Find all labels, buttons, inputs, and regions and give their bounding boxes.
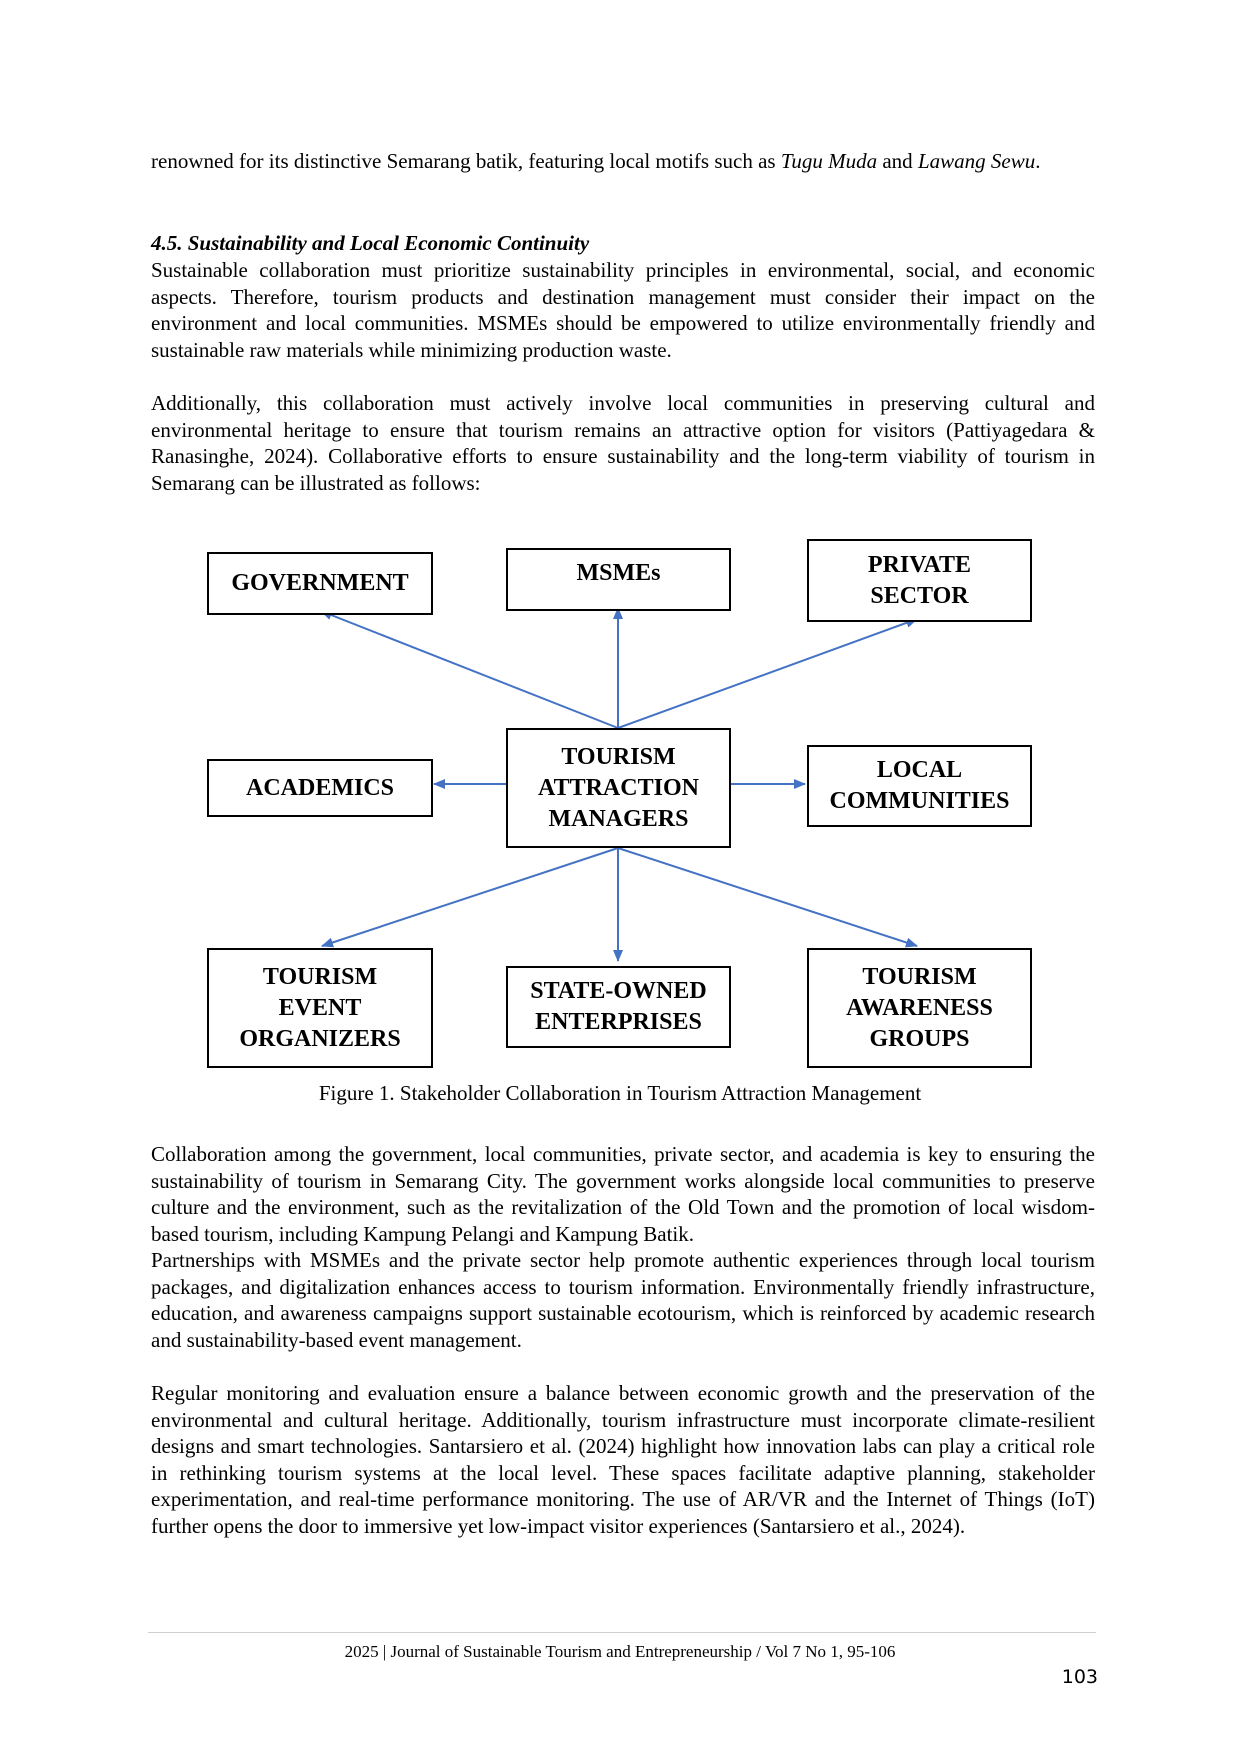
- box-private-sector: PRIVATE SECTOR: [807, 539, 1032, 622]
- academics-label: ACADEMICS: [245, 774, 394, 801]
- stakeholder-diagram: GOVERNMENT MSMEs PRIVATE SECTOR ACADEMIC…: [0, 520, 1240, 1080]
- diagram-arrows: [320, 607, 918, 962]
- page-number: 103: [1061, 1666, 1098, 1688]
- section-heading: 4.5. Sustainability and Local Economic C…: [151, 231, 590, 255]
- awareness-groups-line-3: GROUPS: [869, 1025, 970, 1052]
- box-government: GOVERNMENT: [207, 552, 433, 615]
- state-owned-line-1: STATE-OWNED: [530, 978, 707, 1004]
- state-owned-line-2: ENTERPRISES: [535, 1009, 702, 1035]
- intro-italic-lawang-sewu: Lawang Sewu: [917, 149, 1036, 173]
- box-tourism-event-organizers: TOURISM EVENT ORGANIZERS: [207, 948, 433, 1068]
- box-local-communities: LOCAL COMMUNITIES: [807, 745, 1032, 827]
- box-state-owned-enterprises: STATE-OWNED ENTERPRISES: [506, 966, 731, 1048]
- intro-italic-tugu-muda: Tugu Muda: [780, 149, 878, 173]
- intro-text-c: .: [1035, 149, 1041, 173]
- paragraph-collaboration-key: Collaboration among the government, loca…: [151, 1142, 1095, 1246]
- intro-paragraph: renowned for its distinctive Semarang ba…: [151, 148, 1095, 175]
- private-sector-line-1: PRIVATE: [867, 551, 972, 578]
- event-organizers-line-1: TOURISM: [262, 963, 378, 990]
- box-msmes: MSMEs: [506, 548, 731, 611]
- event-organizers-line-3: ORGANIZERS: [239, 1025, 401, 1052]
- msmes-label: MSMEs: [576, 560, 661, 586]
- footer-journal-citation: 2025 | Journal of Sustainable Tourism an…: [344, 1642, 896, 1661]
- intro-text-b: and: [877, 149, 918, 173]
- local-communities-line-2: COMMUNITIES: [829, 788, 1010, 814]
- box-tourism-attraction-managers: TOURISM ATTRACTION MANAGERS: [506, 728, 731, 848]
- intro-text-a: renowned for its distinctive Semarang ba…: [151, 149, 781, 173]
- paragraph-community-involvement: Additionally, this collaboration must ac…: [151, 391, 1095, 495]
- paragraph-sustainable-collaboration: Sustainable collaboration must prioritiz…: [151, 258, 1095, 362]
- center-line-2: ATTRACTION: [538, 774, 699, 801]
- paragraph-partnerships: Partnerships with MSMEs and the private …: [151, 1248, 1095, 1352]
- center-line-1: TOURISM: [561, 743, 676, 770]
- box-academics: ACADEMICS: [207, 759, 433, 817]
- private-sector-line-2: SECTOR: [870, 582, 969, 609]
- figure-caption: Figure 1. Stakeholder Collaboration in T…: [318, 1081, 922, 1105]
- arrow-to-event-organizers: [321, 847, 619, 948]
- arrow-to-private-sector: [617, 618, 918, 729]
- arrow-to-government: [320, 610, 619, 729]
- center-line-3: MANAGERS: [548, 805, 689, 832]
- awareness-groups-line-1: TOURISM: [862, 963, 977, 990]
- arrow-to-awareness-groups: [617, 847, 918, 948]
- box-tourism-awareness-groups: TOURISM AWARENESS GROUPS: [807, 948, 1032, 1068]
- local-communities-line-1: LOCAL: [876, 757, 963, 783]
- paragraph-monitoring: Regular monitoring and evaluation ensure…: [151, 1381, 1095, 1538]
- event-organizers-line-2: EVENT: [278, 994, 362, 1021]
- awareness-groups-line-2: AWARENESS: [846, 994, 993, 1021]
- government-label: GOVERNMENT: [231, 570, 409, 596]
- footer-divider: [148, 1632, 1096, 1633]
